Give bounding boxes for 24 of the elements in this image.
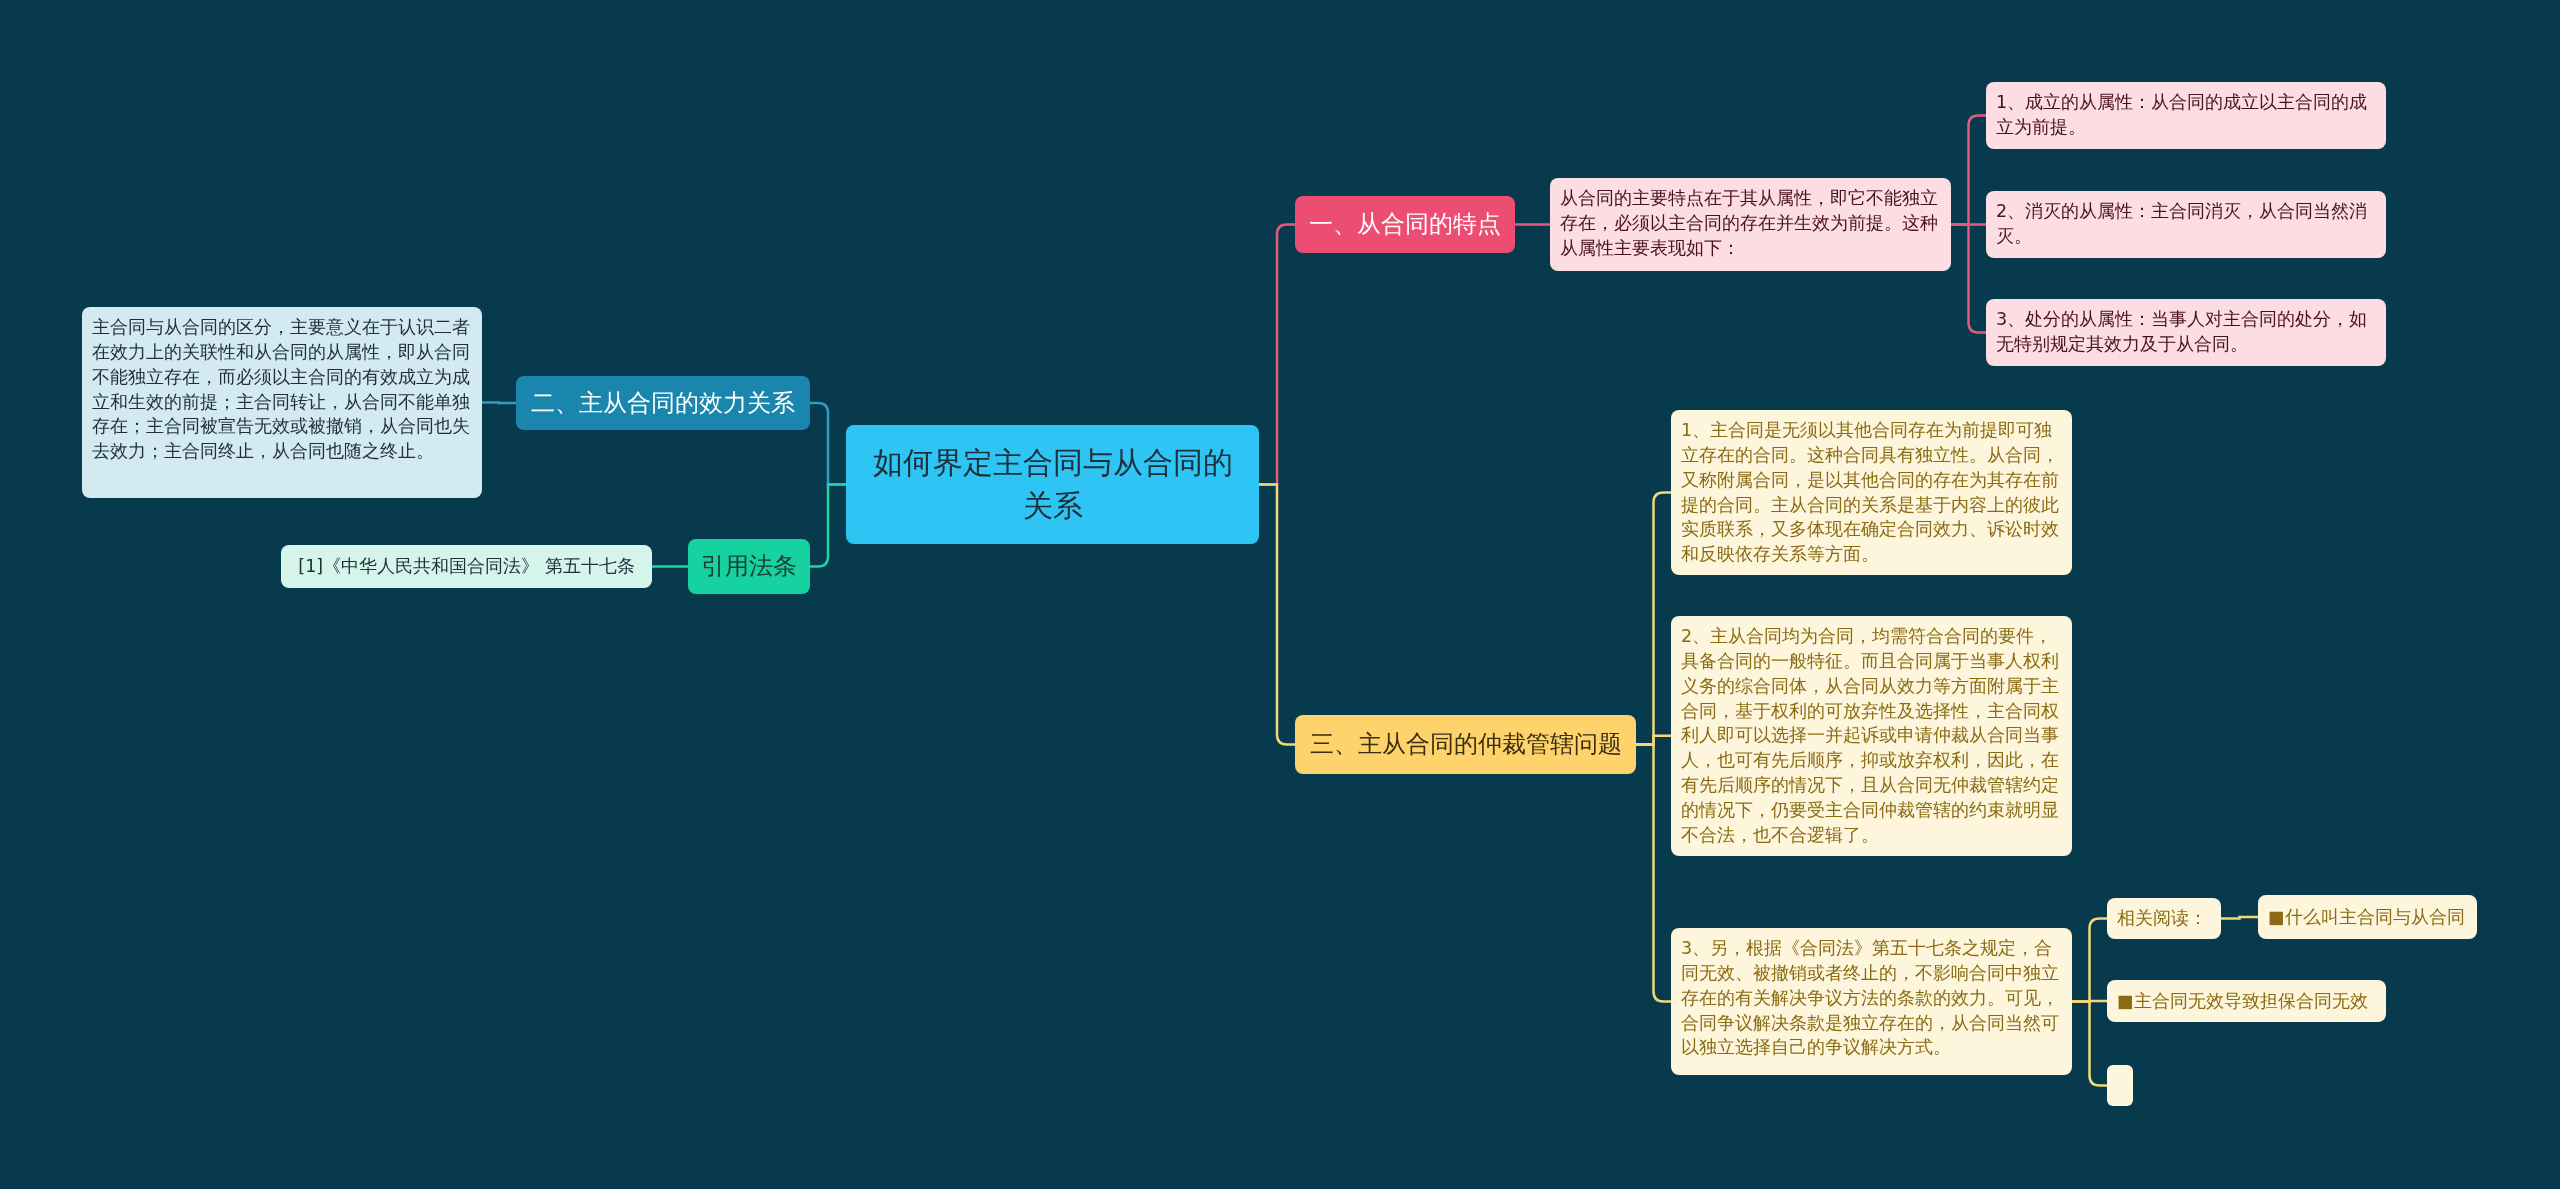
connector (482, 401, 516, 405)
note-box: 从合同的主要特点在于其从属性，即它不能独立存在，必须以主合同的存在并生效为前提。这种从属性主要表现如下： (1550, 178, 1951, 271)
topic-box: 一、从合同的特点 (1295, 196, 1515, 253)
connector (810, 483, 846, 568)
connector (652, 565, 688, 568)
note-box: 3、另，根据《合同法》第五十七条之规定，合同无效、被撤销或者终止的，不影响合同中独立存在的有关解决争议方法的条款的效力。可见，合同争议解决条款是独立存在的，从合同当然可以独立选择自己的争议解决方式。 (1671, 928, 2072, 1075)
note-box: 主合同与从合同的区分，主要意义在于认识二者在效力上的关联性和从合同的从属性，即从合同不能独立存在，而必须以主合同的有效成立为成立和生效的前提；主合同转让，从合同不能单独存在；主合同被宣告无效或被撤销，从合同也失去效力；主合同终止，从合同也随之终止。 (82, 307, 482, 498)
note-box: 2、消灭的从属性：主合同消灭，从合同当然消灭。 (1986, 191, 2386, 258)
topic-box: 引用法条 (688, 539, 810, 594)
empty-box (2107, 1065, 2133, 1106)
topic-box: 三、主从合同的仲裁管辖问题 (1295, 715, 1636, 774)
connector (1515, 223, 1550, 226)
note-box: 2、主从合同均为合同，均需符合合同的要件，具备合同的一般特征。而且合同属于当事人权利义务的综合同体，从合同从效力等方面附属于主合同，基于权利的可放弃性及选择性，主合同权利人即可以选择一并起诉或申请仲裁从合同当事人，也可有先后顺序，抑或放弃权利，因此，在有先后顺序的情况下，且从合同无仲裁管辖约定的情况下，仍要受主合同仲裁管辖的约束就明显不合法，也不合逻辑了。 (1671, 616, 2072, 856)
note-box: ■什么叫主合同与从合同 (2258, 895, 2477, 939)
topic-box: 二、主从合同的效力关系 (516, 376, 810, 430)
note-box: ■主合同无效导致担保合同无效 (2107, 980, 2386, 1022)
central-topic-box: 如何界定主合同与从合同的关系 (846, 425, 1259, 544)
note-box: 1、成立的从属性：从合同的成立以主合同的成立为前提。 (1986, 82, 2386, 149)
connector (2221, 915, 2258, 920)
note-box: 1、主合同是无须以其他合同存在为前提即可独立存在的合同。这种合同具有独立性。从合同，又称附属合同，是以其他合同的存在为其存在前提的合同。主从合同的关系是基于内容上的彼此实质联系，又多体现在确定合同效力、诉讼时效和反映依存关系等方面。 (1671, 410, 2072, 576)
note-box: [1]《中华人民共和国合同法》 第五十七条 (281, 545, 652, 588)
connector (1259, 483, 1295, 746)
note-box: 相关阅读： (2107, 898, 2221, 939)
note-box: 3、处分的从属性：当事人对主合同的处分，如无特别规定其效力及于从合同。 (1986, 299, 2386, 366)
